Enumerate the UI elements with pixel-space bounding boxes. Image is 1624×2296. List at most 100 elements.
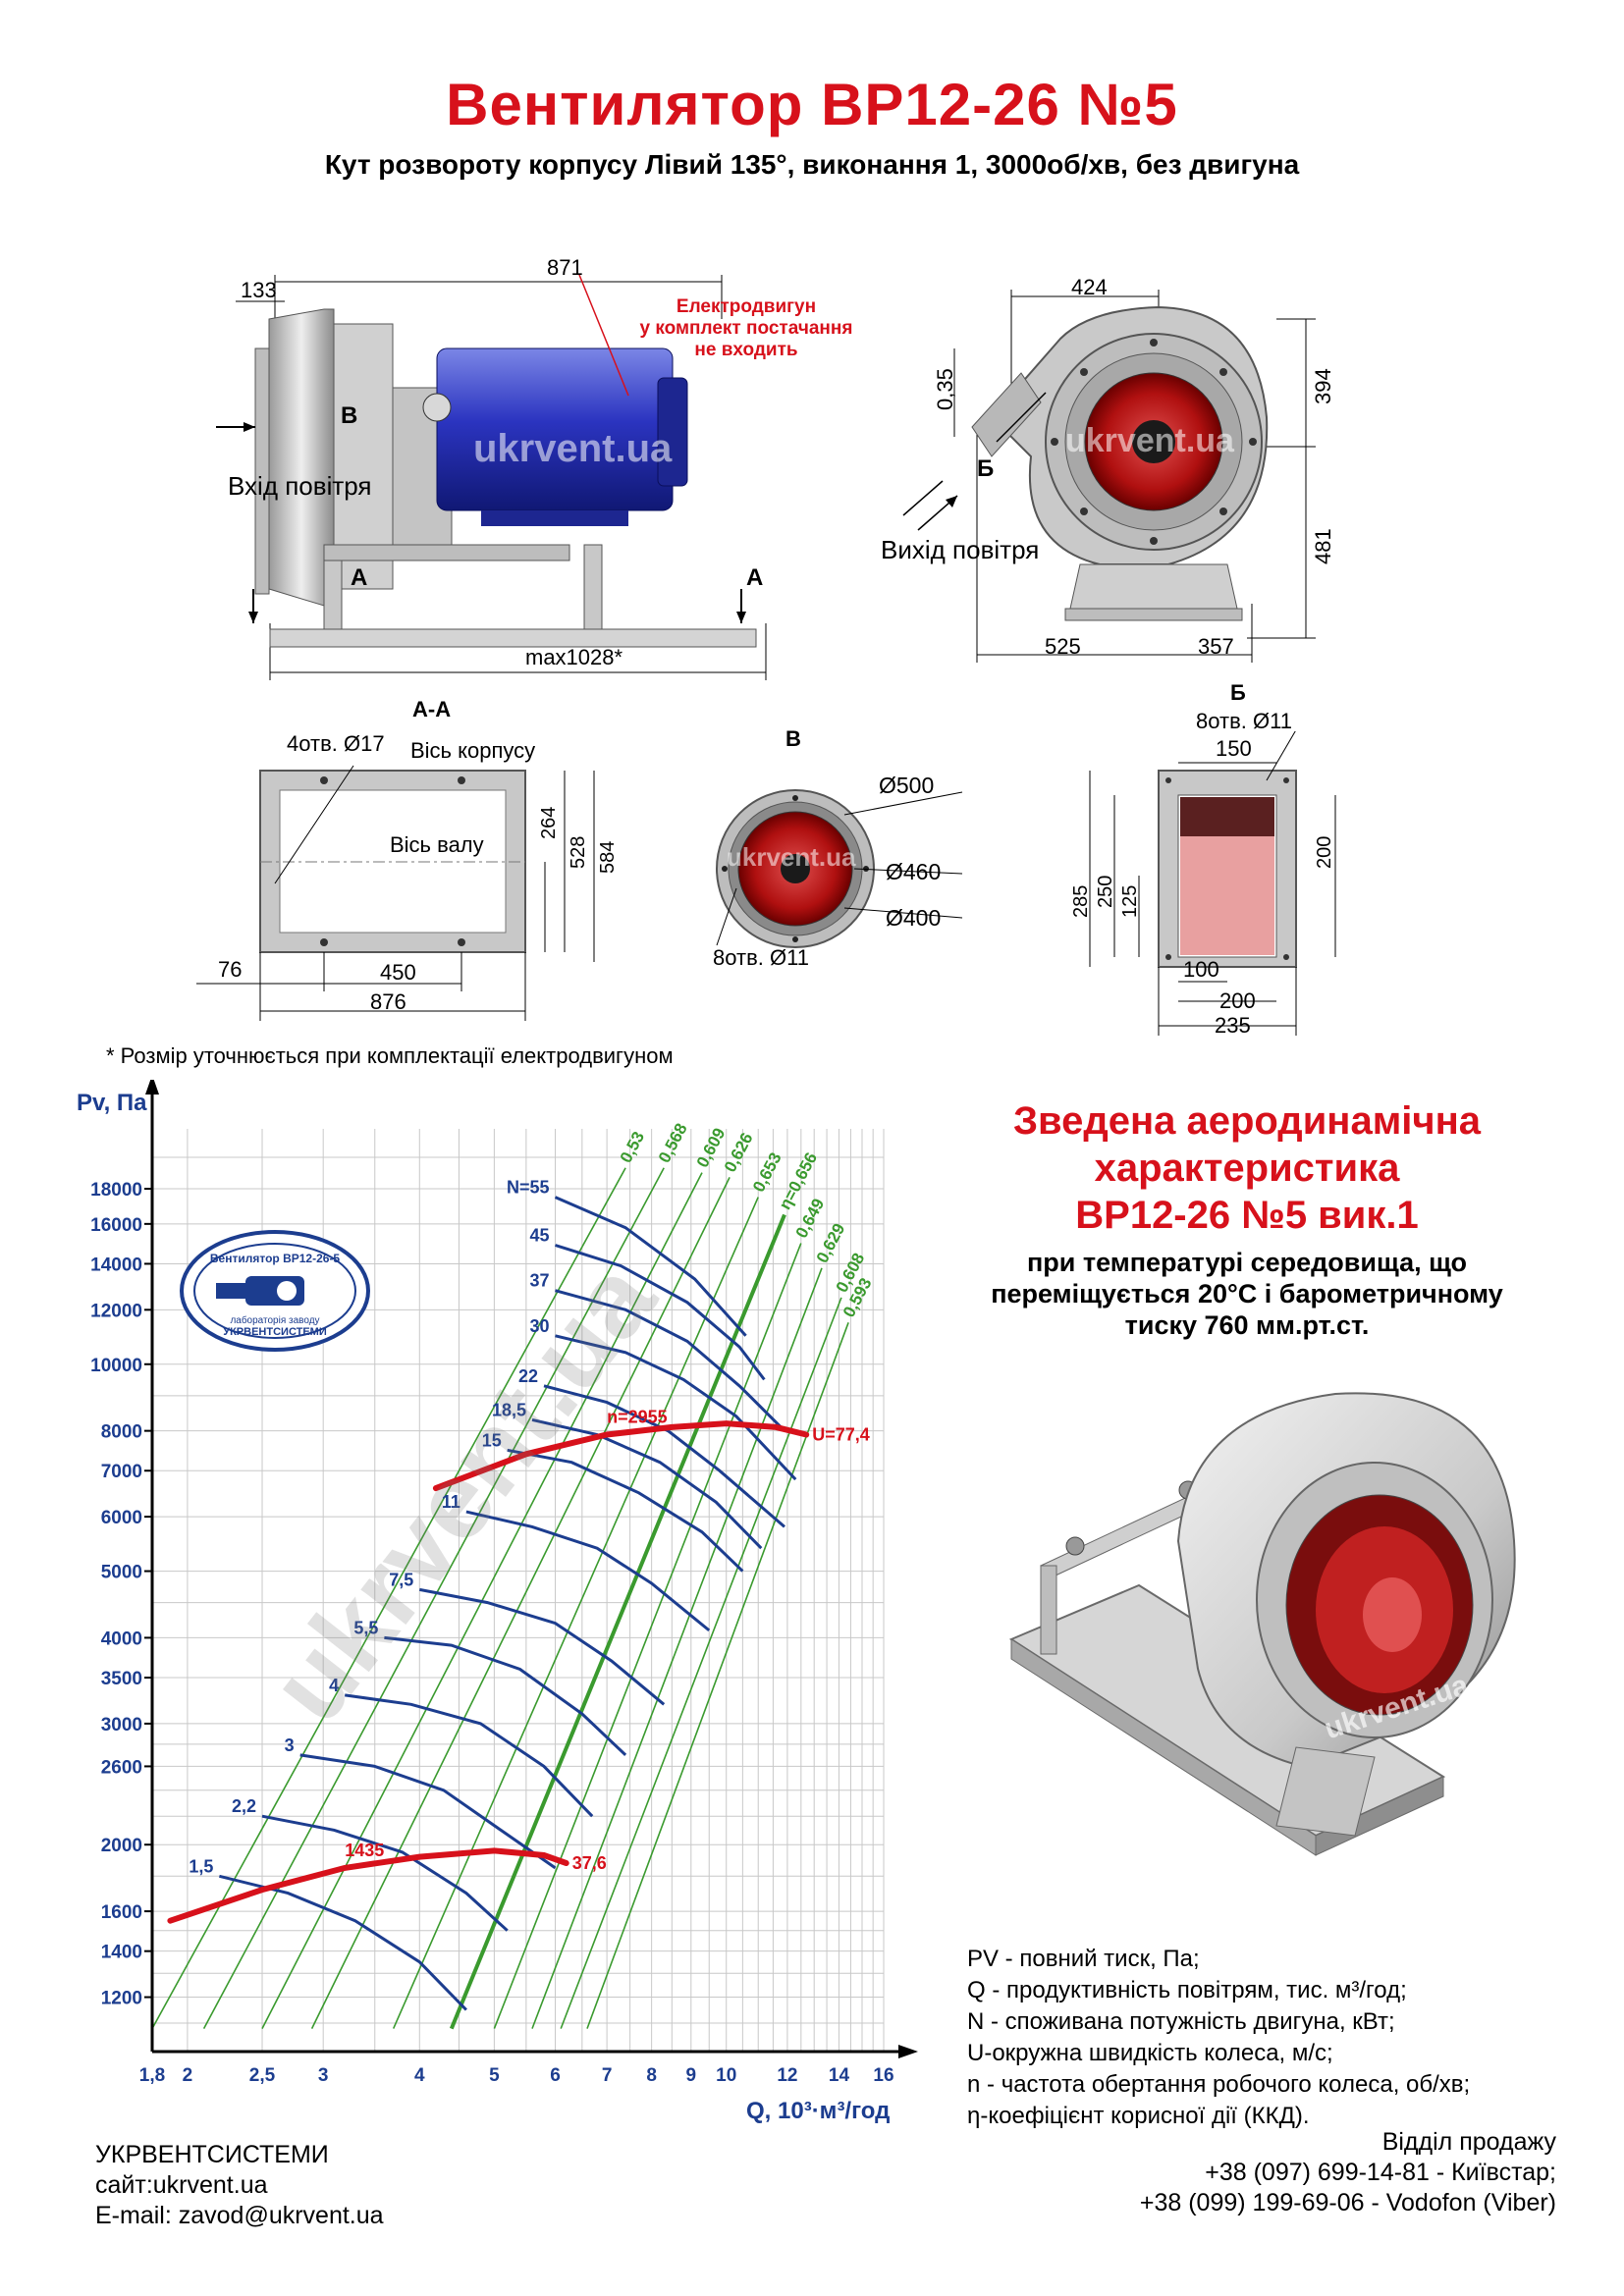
front-dim-035: 0,35 — [933, 368, 957, 410]
speed-line — [167, 1847, 569, 1924]
footer-phone-2[interactable]: +38 (099) 199-69-06 - Vodofon (Viber) — [1139, 2189, 1556, 2216]
view-b-title: Б — [1230, 680, 1246, 705]
view-b-drawing — [1089, 731, 1336, 1036]
section-aa-axis-shaft: Вісь валу — [390, 832, 484, 857]
x-tick-label: 3 — [318, 2065, 329, 2086]
y-tick-label: 8000 — [101, 1422, 142, 1443]
motor-note: Електродвигун у комплект постачання не в… — [639, 296, 853, 360]
speed-end-label: U=77,4 — [812, 1424, 870, 1444]
y-tick-label: 1200 — [101, 1989, 142, 2009]
efficiency-line — [310, 1177, 731, 2029]
power-label: 4 — [329, 1676, 339, 1695]
power-line — [219, 1874, 467, 2011]
section-aa-drawing — [196, 765, 595, 1021]
power-label: 37 — [530, 1271, 550, 1291]
view-v-d500: Ø500 — [879, 773, 935, 798]
efficiency-line — [531, 1267, 823, 2029]
view-b-holes: 8отв. Ø11 — [1196, 709, 1292, 733]
footer-email[interactable]: E-mail: zavod@ukrvent.ua — [95, 2202, 384, 2229]
y-tick-label: 3500 — [101, 1669, 142, 1689]
x-tick-label: 9 — [686, 2065, 697, 2086]
power-label: N=55 — [507, 1178, 550, 1198]
legend-item: N - споживана потужність двигуна, кВт; — [967, 2008, 1395, 2035]
x-tick-label: 12 — [777, 2065, 797, 2086]
y-tick-label: 2000 — [101, 1836, 142, 1856]
efficiency-label: 0,653 — [749, 1149, 785, 1195]
view-b-dim-200-right: 200 — [1314, 835, 1335, 869]
view-v-watermark: ukrvent.ua — [727, 842, 856, 872]
view-v-holes: 8отв. Ø11 — [713, 945, 809, 970]
section-aa-dim-876: 876 — [370, 989, 406, 1014]
stamp-bottom-2: УКРВЕНТСИСТЕМИ — [223, 1326, 327, 1338]
y-tick-label: 4000 — [101, 1629, 142, 1649]
power-line — [465, 1510, 711, 1632]
side-watermark: ukrvent.ua — [473, 427, 673, 470]
legend-item: n - частота обертання робочого колеса, о… — [967, 2071, 1471, 2098]
speed-label: 1435 — [345, 1841, 384, 1860]
section-aa-axis-body: Вісь корпусу — [410, 738, 536, 763]
efficiency-line — [586, 1322, 849, 2029]
view-b-dim-200-bottom: 200 — [1219, 988, 1256, 1013]
view-b-dim-285: 285 — [1070, 884, 1092, 918]
legend-item: Q - продуктивність повітрям, тис. м³/год… — [967, 1977, 1407, 2003]
section-aa-dim-76: 76 — [218, 957, 243, 982]
y-tick-label: 16000 — [90, 1215, 142, 1236]
power-line — [261, 1814, 509, 1932]
side-view-drawing — [216, 274, 767, 680]
fan-render — [1008, 1392, 1516, 1856]
efficiency-line — [392, 1197, 759, 2029]
x-tick-label: 6 — [550, 2065, 561, 2086]
view-b-dim-250: 250 — [1095, 875, 1116, 908]
inlet-label: Вхід повітря — [228, 471, 372, 501]
power-label: 15 — [482, 1430, 502, 1450]
outlet-label: Вихід повітря — [881, 535, 1040, 564]
power-label: 7,5 — [389, 1570, 413, 1589]
view-b-dim-235: 235 — [1215, 1013, 1251, 1038]
speed-line — [432, 1420, 810, 1492]
y-tick-label: 2600 — [101, 1757, 142, 1778]
footer-phone-1[interactable]: +38 (097) 699-14-81 - Київстар; — [1205, 2159, 1556, 2186]
efficiency-label: 0,568 — [655, 1120, 691, 1165]
efficiency-line — [449, 1213, 786, 2030]
power-label: 22 — [518, 1366, 538, 1386]
power-label: 45 — [530, 1226, 550, 1246]
footnote: * Розмір уточнюється при комплектації ел… — [106, 1043, 674, 1068]
lab-stamp: Вентилятор ВР12-26-5 лабораторія заводу … — [180, 1230, 370, 1352]
view-b-dim-150: 150 — [1216, 736, 1252, 761]
x-tick-label: 10 — [716, 2065, 736, 2086]
x-tick-label: 8 — [646, 2065, 657, 2086]
y-tick-label: 12000 — [90, 1301, 142, 1321]
aero-heading: Зведена аеродинамічна характеристика ВР1… — [1012, 1099, 1482, 1237]
x-tick-label: 7 — [602, 2065, 613, 2086]
efficiency-line — [151, 1167, 626, 2029]
x-tick-label: 1,8 — [139, 2065, 165, 2086]
arrow-label-a-left: А — [351, 564, 368, 591]
view-v-title: В — [785, 726, 801, 751]
power-label: 11 — [442, 1492, 460, 1512]
footer-contacts: УКРВЕНТСИСТЕМИ сайт:ukrvent.ua E-mail: z… — [95, 2140, 384, 2231]
power-line — [555, 1334, 797, 1481]
footer-company: УКРВЕНТСИСТЕМИ — [95, 2141, 329, 2168]
x-tick-label: 2 — [183, 2065, 193, 2086]
y-tick-label: 18000 — [90, 1180, 142, 1201]
power-line — [554, 1196, 747, 1337]
footer-site[interactable]: сайт:ukrvent.ua — [95, 2171, 268, 2199]
arrow-label-a-right: А — [746, 564, 764, 591]
arrow-label-b: Б — [977, 455, 995, 482]
front-watermark: ukrvent.ua — [1065, 422, 1234, 459]
power-label: 18,5 — [492, 1400, 526, 1419]
x-axis-arrow — [898, 2045, 918, 2058]
y-tick-label: 5000 — [101, 1563, 142, 1583]
front-dim-424: 424 — [1071, 275, 1108, 299]
chart-legend: PV - повний тиск, Па; Q - продуктивність… — [967, 1944, 1470, 2132]
legend-item: PV - повний тиск, Па; — [967, 1946, 1200, 1972]
power-line — [555, 1289, 786, 1432]
view-v-d400: Ø400 — [886, 905, 942, 931]
speed-label: n=2955 — [607, 1407, 668, 1426]
y-tick-label: 7000 — [101, 1462, 142, 1482]
side-dim-max1028: max1028* — [525, 645, 623, 669]
legend-item: U-окружна швидкість колеса, м/с; — [967, 2040, 1333, 2066]
y-tick-label: 6000 — [101, 1508, 142, 1528]
section-aa-dim-450: 450 — [380, 960, 416, 985]
